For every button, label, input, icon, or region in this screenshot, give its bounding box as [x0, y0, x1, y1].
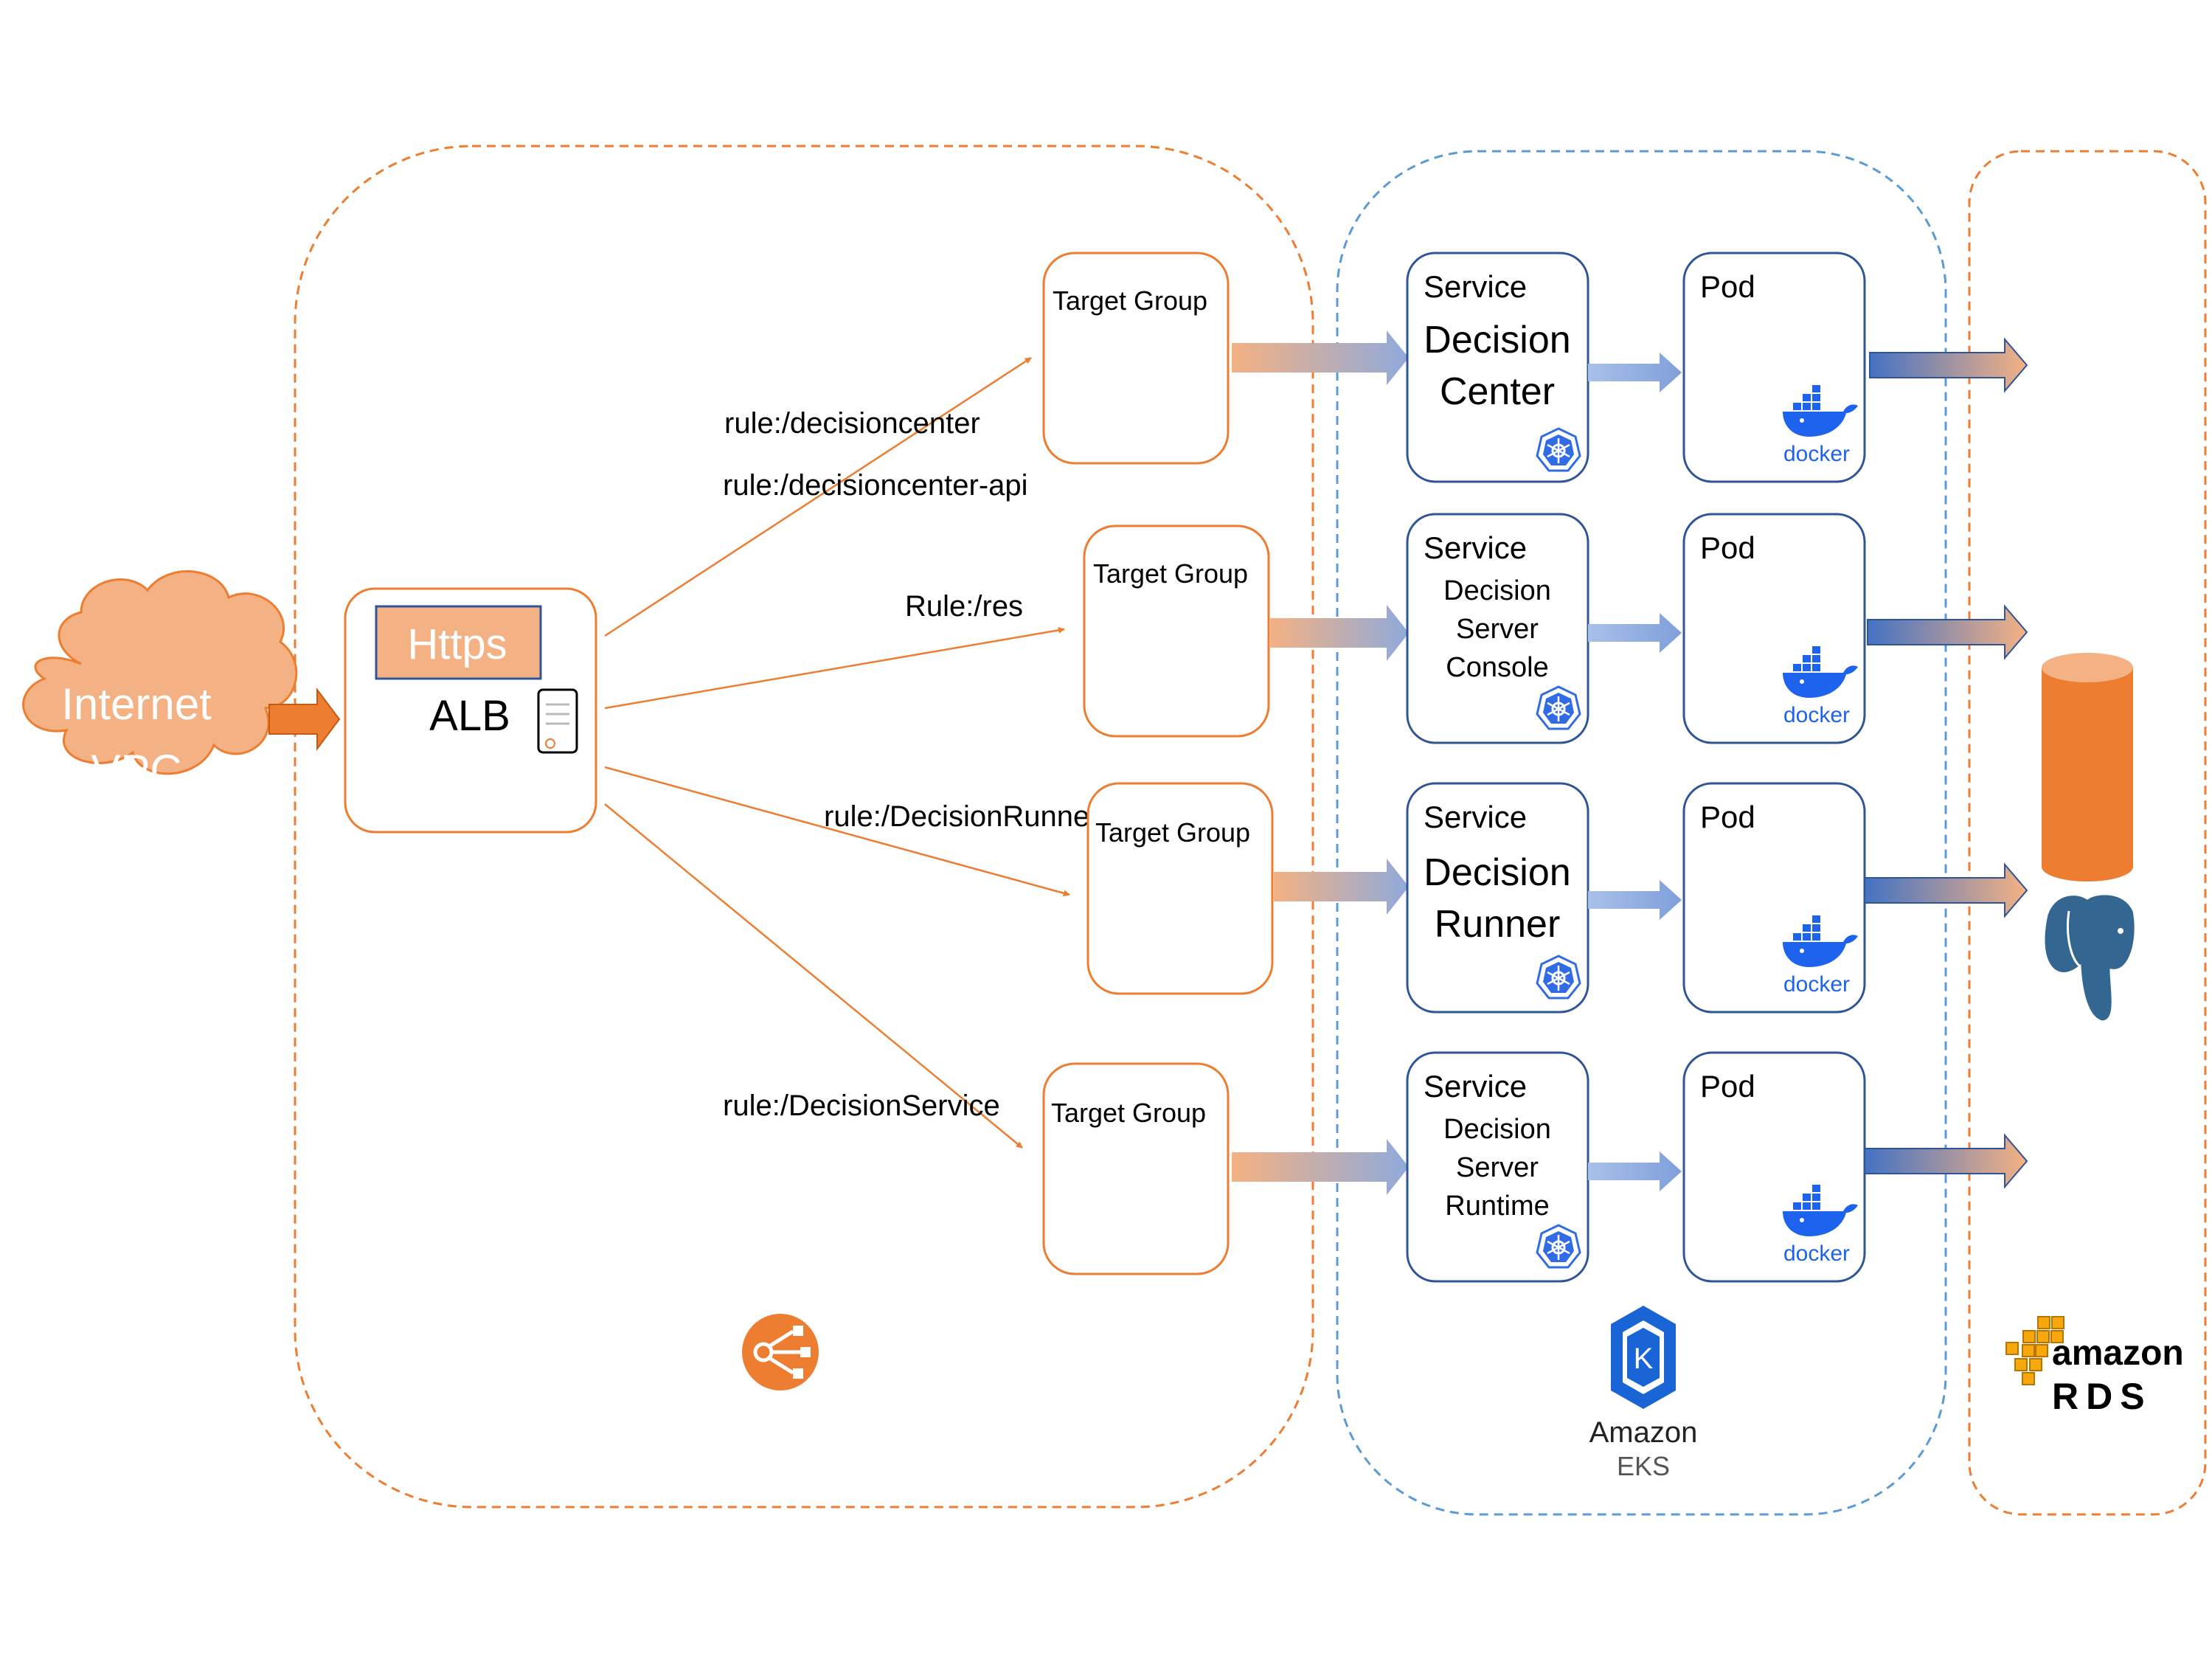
- kubernetes-icon: [1536, 1224, 1581, 1269]
- target-group-1: Target Group: [1042, 252, 1230, 465]
- rds-line-1: amazon: [2052, 1334, 2184, 1373]
- rule-decisioncenter: rule:/decisioncenter: [724, 407, 980, 440]
- tg-to-service-arrows: [1232, 330, 1409, 1195]
- tg-service-arrow-4: [1232, 1139, 1409, 1195]
- tg-service-arrow-2: [1270, 605, 1409, 661]
- service-decision-center: Service Decision Center: [1406, 252, 1589, 483]
- pod-rds-arrow-1: [1869, 337, 2028, 393]
- service-name-line-2: Runner: [1435, 903, 1561, 946]
- tg-service-arrow-1: [1232, 330, 1409, 385]
- pod-to-rds-arrows: [1864, 337, 2028, 1189]
- rds-line-2: RDS: [2052, 1376, 2152, 1417]
- pod-label: Pod: [1700, 1069, 1755, 1104]
- service-name-line-1: Decision: [1424, 319, 1570, 361]
- target-group-3: Target Group: [1086, 782, 1274, 995]
- alb-box: Https ALB: [344, 587, 597, 834]
- service-label: Service: [1424, 1069, 1527, 1104]
- vpc-region: [294, 145, 1314, 1509]
- docker-label: docker: [1783, 442, 1850, 466]
- target-group-4: Target Group: [1042, 1062, 1230, 1275]
- pod-decision-center: Pod docker: [1682, 252, 1866, 483]
- target-group-label: Target Group: [1095, 817, 1250, 848]
- rule-decisionservice: rule:/DecisionService: [723, 1090, 1000, 1122]
- https-label: Https: [407, 620, 507, 668]
- service-decision-server-console: Service Decision Server Console: [1406, 513, 1589, 744]
- service-name-line-2: Server: [1456, 614, 1539, 645]
- rule-arrow-service: [604, 803, 1023, 1149]
- rule-decisionrunner: rule:/DecisionRunner: [824, 800, 1100, 833]
- amazon-rds-cubes-icon: [2005, 1316, 2064, 1385]
- rule-arrow-res: [604, 626, 1065, 710]
- https-listener: [375, 605, 542, 680]
- service-to-pod-arrows: [1588, 353, 1682, 1191]
- kubernetes-icon: [1536, 955, 1581, 1000]
- alb-label: ALB: [429, 692, 510, 740]
- svg-text:K: K: [1634, 1343, 1654, 1375]
- eks-line-1: Amazon: [1589, 1416, 1698, 1449]
- eks-cluster-region: [1336, 150, 1947, 1516]
- cloud-line-1: Internet: [61, 679, 212, 729]
- rule-decisioncenter-api: rule:/decisioncenter-api: [723, 469, 1028, 502]
- pod-label: Pod: [1700, 530, 1755, 565]
- service-decision-server-runtime: Service Decision Server Runtime: [1406, 1051, 1589, 1283]
- docker-label: docker: [1783, 1241, 1850, 1266]
- pod-rds-arrow-4: [1864, 1133, 2028, 1189]
- kubernetes-icon: [1536, 427, 1581, 472]
- pod-label: Pod: [1700, 800, 1755, 834]
- service-decision-runner: Service Decision Runner: [1406, 782, 1589, 1014]
- kubernetes-icon: [1536, 685, 1581, 730]
- tg-service-arrow-3: [1274, 859, 1409, 915]
- pod-rds-arrow-2: [1867, 604, 2028, 660]
- cloud-line-2: VPC: [91, 746, 181, 795]
- target-group-label: Target Group: [1051, 1098, 1206, 1128]
- service-name-line-3: Runtime: [1445, 1191, 1550, 1222]
- service-name-line-2: Center: [1440, 370, 1555, 413]
- target-group-label: Target Group: [1093, 558, 1248, 589]
- service-pod-arrow-2: [1588, 613, 1682, 653]
- service-label: Service: [1424, 530, 1527, 565]
- service-name-line-2: Server: [1456, 1152, 1539, 1183]
- docker-label: docker: [1783, 703, 1850, 727]
- internet-to-alb-arrow: [268, 688, 341, 751]
- pod-rds-arrow-3: [1864, 862, 2028, 918]
- certificate-icon: [537, 688, 578, 754]
- service-name-line-1: Decision: [1443, 575, 1551, 606]
- rule-arrow-decisioncenter: [604, 356, 1032, 637]
- pod-label: Pod: [1700, 269, 1755, 304]
- docker-label: docker: [1783, 972, 1850, 997]
- service-name-line-1: Decision: [1424, 851, 1570, 894]
- target-group-label: Target Group: [1053, 285, 1207, 316]
- service-name-line-1: Decision: [1443, 1114, 1551, 1145]
- eks-line-2: EKS: [1617, 1451, 1670, 1481]
- service-pod-arrow-4: [1588, 1151, 1682, 1191]
- database-cylinder-icon: [2042, 653, 2133, 882]
- service-pod-arrow-3: [1588, 880, 1682, 920]
- service-label: Service: [1424, 269, 1527, 304]
- pod-decision-runner: Pod docker: [1682, 782, 1866, 1014]
- internet-cloud: Internet VPC: [22, 570, 298, 795]
- target-group-2: Target Group: [1083, 524, 1270, 738]
- rds-region: [1968, 150, 2207, 1516]
- pod-decision-server-runtime: Pod docker: [1682, 1051, 1866, 1283]
- service-pod-arrow-1: [1588, 353, 1682, 392]
- amazon-eks-icon: K: [1611, 1306, 1676, 1409]
- rule-res: Rule:/res: [905, 590, 1023, 623]
- pod-decision-server-console: Pod docker: [1682, 513, 1866, 744]
- rule-arrow-runner: [604, 766, 1070, 897]
- service-label: Service: [1424, 800, 1527, 834]
- elastic-load-balancing-icon: [742, 1314, 819, 1390]
- service-name-line-3: Console: [1446, 652, 1548, 683]
- postgresql-elephant-icon: [2042, 893, 2137, 1023]
